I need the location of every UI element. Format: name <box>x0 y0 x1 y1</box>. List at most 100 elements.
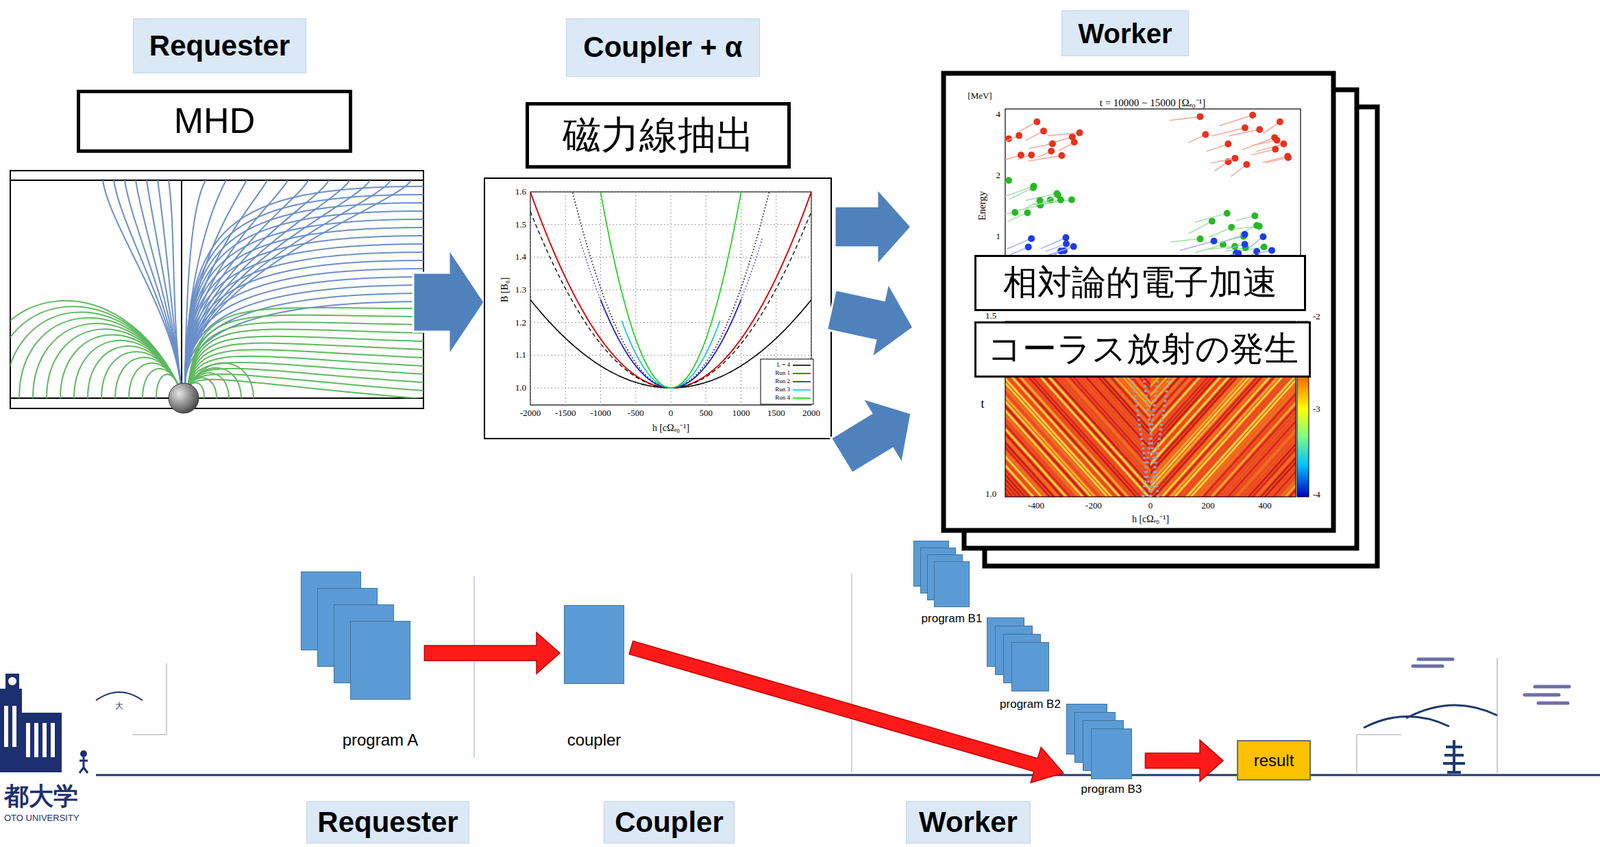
program-stack: coupler <box>563 605 625 750</box>
particle-dot <box>1068 196 1076 204</box>
particle-dot <box>1201 130 1209 138</box>
axis-label: 1500 <box>767 408 786 418</box>
program-stack: program A <box>300 571 421 750</box>
particle-dot <box>1260 243 1268 251</box>
field-line <box>187 315 424 388</box>
axis-label: -4 <box>1312 489 1321 500</box>
program-sheet <box>933 561 970 608</box>
particle-dot <box>1017 151 1025 159</box>
field-line <box>101 351 180 399</box>
process-box: コーラス放射の発生 <box>974 321 1311 378</box>
particle-dot <box>1027 235 1035 242</box>
particle-trail <box>1252 140 1277 146</box>
particle-trail <box>1262 156 1288 163</box>
axis-label: 1.6 <box>515 187 527 197</box>
particle-dot <box>1227 224 1235 231</box>
axis-label: -3 <box>1312 404 1321 414</box>
particle-dot <box>1027 151 1035 159</box>
axis-label: 1.3 <box>515 285 527 295</box>
axis-label: -400 <box>1027 500 1045 511</box>
field-line <box>32 323 180 399</box>
grid-line <box>530 322 812 323</box>
particle-trail <box>1220 234 1245 243</box>
legend-sample <box>792 364 811 366</box>
program-name: coupler <box>567 730 622 750</box>
axis-label: 1000 <box>732 408 751 418</box>
axis-label: h [cΩₑ₀⁻¹] <box>652 422 690 434</box>
box-text: Worker <box>918 805 1018 839</box>
field-strength-curve <box>600 191 742 388</box>
axis-label: 1.2 <box>515 317 527 328</box>
university-logo <box>0 673 88 773</box>
frame-decoration <box>132 663 167 735</box>
axis-label: 1.5 <box>515 219 527 230</box>
particle-dot <box>1234 250 1242 255</box>
process-box: 相対論的電子加速 <box>974 254 1307 312</box>
axis-label: 4 <box>996 109 1002 120</box>
particle-dot <box>1241 230 1249 238</box>
axis-label: 2000 <box>802 408 821 418</box>
grid-line <box>705 191 707 405</box>
program-sheet <box>1090 728 1132 780</box>
particle-trail <box>1194 213 1227 223</box>
axis-label: 500 <box>699 408 714 418</box>
legend-text: Run 3 <box>774 386 791 394</box>
particle-dot <box>1271 145 1279 153</box>
grid-line <box>530 224 812 225</box>
axis-label: -200 <box>1085 500 1102 511</box>
axis-label: -500 <box>627 408 645 418</box>
box-text: Requester <box>149 29 290 63</box>
particle-trail <box>1219 115 1254 127</box>
particle-dot <box>1241 124 1249 132</box>
cloud <box>1524 686 1570 704</box>
particle-dot <box>1268 246 1276 254</box>
box-text: Coupler <box>614 805 724 839</box>
particle-trail <box>1170 239 1200 242</box>
separator <box>851 573 853 773</box>
field-strength-curve <box>579 239 763 389</box>
process-box: MHD <box>76 89 353 153</box>
program-stack: program B1 <box>913 540 984 626</box>
particle-dot <box>1076 129 1084 137</box>
frame-decoration <box>1356 657 1498 773</box>
particle-dot <box>1210 237 1218 245</box>
section-tag: Requester <box>306 801 470 844</box>
particle-dot <box>1276 118 1284 126</box>
program-sheet <box>1011 642 1050 692</box>
grid-line <box>530 191 812 192</box>
particle-dot <box>1062 234 1070 242</box>
axis-label: Energy <box>977 190 989 220</box>
mhd-axis <box>180 180 183 399</box>
bridge-arc <box>1406 705 1498 719</box>
plot-frame <box>1005 108 1301 267</box>
block-arrow <box>830 398 912 474</box>
logo-text: 都大学 <box>4 783 79 811</box>
particle-dot <box>1253 248 1261 255</box>
program-sheet <box>350 620 411 700</box>
field-line <box>187 322 424 388</box>
mhd-boundary <box>10 179 424 181</box>
legend-text: Run 2 <box>774 378 791 386</box>
field-strength-curve <box>621 320 721 388</box>
section-tag: Worker <box>1061 10 1189 57</box>
particle-dot <box>1005 176 1013 184</box>
particle-dot <box>1273 137 1281 144</box>
box-text: 磁力線抽出 <box>562 113 755 157</box>
particle-dot <box>1070 243 1078 251</box>
particle-dot <box>1284 152 1291 160</box>
section-tag: Worker <box>905 801 1031 844</box>
particle-dot <box>1011 208 1019 216</box>
field-line <box>87 346 180 399</box>
box-text: Worker <box>1077 17 1172 50</box>
field-line <box>187 307 424 388</box>
axis-label: 400 <box>1258 500 1272 511</box>
box-text: Coupler + α <box>583 30 743 64</box>
heatmap-stripes <box>1150 321 1296 497</box>
particle-trail <box>1169 116 1201 121</box>
section-tag: Requester <box>132 18 307 74</box>
axis-label: h [cΩₑ₀⁻¹] <box>1131 513 1169 525</box>
box-text: コーラス放射の発生 <box>987 329 1299 370</box>
program-stack: program B3 <box>1066 703 1144 797</box>
grid-line <box>670 191 672 405</box>
pagoda <box>1443 740 1466 773</box>
